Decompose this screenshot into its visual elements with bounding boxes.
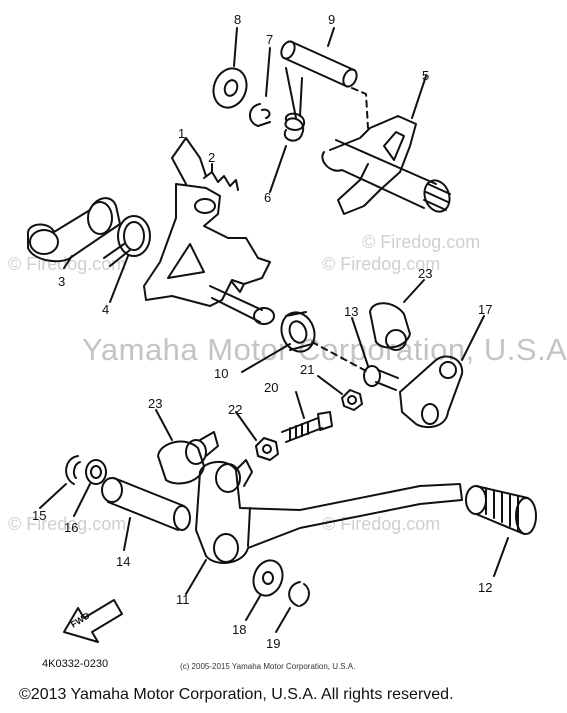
washer-8	[212, 67, 248, 109]
callout-2: 2	[208, 150, 215, 165]
callout-10: 10	[214, 366, 228, 381]
callout-7: 7	[266, 32, 273, 47]
callout-8: 8	[234, 12, 241, 27]
shift-arm-assembly-1	[143, 183, 275, 325]
watermark-firedog: © Firedog.com	[8, 514, 127, 534]
watermark-firedog: © Firedog.com	[322, 254, 441, 274]
callout-4: 4	[102, 302, 109, 317]
joint-23-lower	[157, 431, 219, 485]
fwd-arrow-icon	[63, 599, 123, 643]
pedal-rubber-12	[465, 485, 537, 535]
callout-11: 11	[176, 592, 190, 607]
watermark-firedog: © Firedog.com	[322, 514, 441, 534]
callout-20: 20	[264, 380, 278, 395]
circlip-19	[288, 581, 310, 607]
callout-18: 18	[232, 622, 246, 637]
arm-17	[399, 355, 464, 429]
callout-5: 5	[422, 68, 429, 83]
bolt-13	[363, 365, 399, 391]
callout-13: 13	[344, 304, 358, 319]
spring-6	[283, 67, 306, 142]
callout-1: 1	[178, 126, 185, 141]
circlip-15	[65, 455, 81, 485]
rod-20	[281, 411, 333, 443]
washer-16	[85, 459, 107, 485]
shift-pedal-11	[195, 459, 463, 564]
callout-3: 3	[58, 274, 65, 289]
nut-21	[341, 389, 363, 411]
callout-23-lower: 23	[148, 396, 162, 411]
joint-23-upper	[369, 302, 411, 351]
bearing-10	[280, 311, 316, 353]
callout-9: 9	[328, 12, 335, 27]
spring-4	[103, 215, 151, 267]
pin-9	[280, 40, 358, 88]
callout-14: 14	[116, 554, 130, 569]
callout-19: 19	[266, 636, 280, 651]
callout-21: 21	[300, 362, 314, 377]
callout-22: 22	[228, 402, 242, 417]
watermark-firedog: © Firedog.com	[362, 232, 481, 252]
pivot-shaft-14	[101, 477, 191, 531]
copyright-small: (c) 2005-2015 Yamaha Motor Corporation, …	[180, 662, 356, 671]
lever-3	[27, 197, 121, 263]
nut-22	[255, 437, 279, 461]
diagram-code: 4K0332-0230	[42, 658, 109, 670]
callout-6: 6	[264, 190, 271, 205]
spring-2	[203, 171, 239, 191]
callout-17: 17	[478, 302, 492, 317]
callout-15: 15	[32, 508, 46, 523]
copyright-main: ©2013 Yamaha Motor Corporation, U.S.A. A…	[19, 686, 454, 703]
callout-16: 16	[64, 520, 78, 535]
callout-12: 12	[478, 580, 492, 595]
callout-23-upper: 23	[418, 266, 432, 281]
circlip-7	[249, 103, 271, 127]
washer-18	[252, 559, 284, 597]
shift-shaft-5	[321, 115, 451, 215]
